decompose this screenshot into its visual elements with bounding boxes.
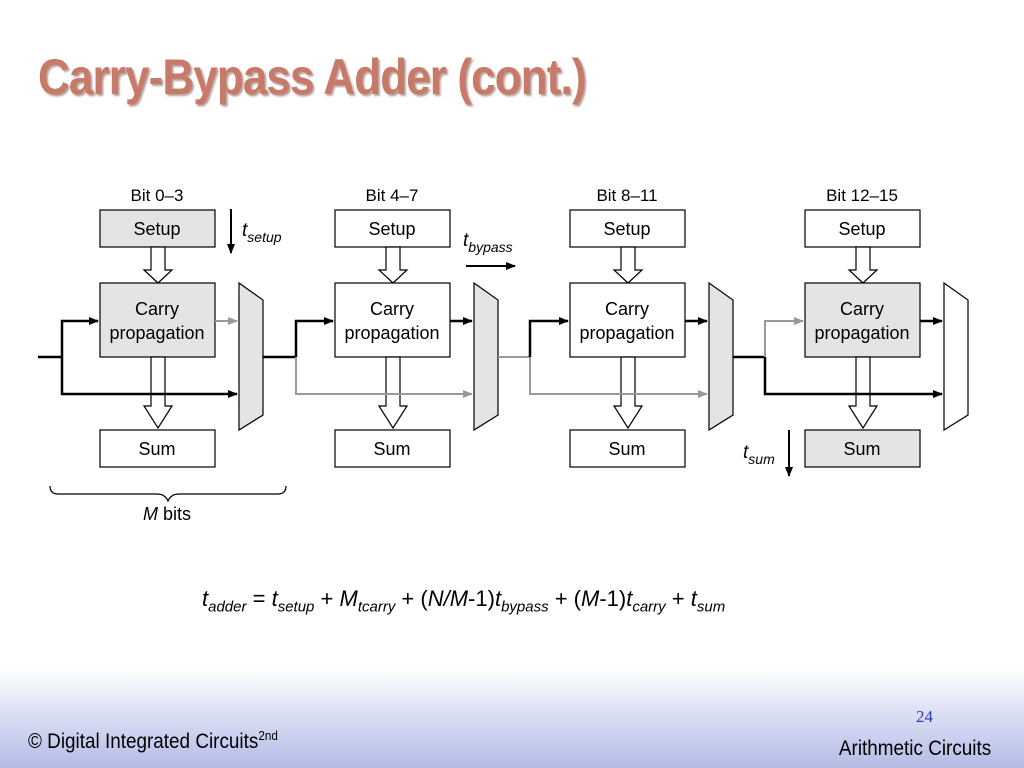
stage-0-mux	[238, 281, 264, 432]
footer-copyright: © Digital Integrated Circuits2nd	[28, 728, 278, 753]
stage-3-sum-label: Sum	[843, 439, 880, 459]
stage-0-sum-box	[99, 429, 216, 468]
stage-1-mux	[473, 281, 499, 432]
stage-0-sum-arrow	[142, 356, 174, 430]
stage-1-bit-label: Bit 4–7	[366, 186, 419, 205]
stage-2-carry-line2: propagation	[579, 323, 674, 343]
stage-1-sum-arrow	[377, 356, 409, 430]
delay-formula: tadder = tsetup + Mtcarry + (N/M-1)tbypa…	[202, 586, 726, 616]
stage-1-carry-line1: Carry	[370, 299, 414, 319]
stage-1-carry-line2: propagation	[344, 323, 439, 343]
stage-0-carry-box	[99, 282, 216, 358]
stage-2-carry-box	[569, 282, 686, 358]
stage-3-setup-box	[804, 209, 921, 248]
footer-band	[0, 668, 1024, 768]
page-number: 24	[916, 707, 933, 726]
stage-1-sum-box	[334, 429, 451, 468]
m-bits-label: M bits	[143, 504, 191, 524]
stage-3-bit-label: Bit 12–15	[826, 186, 898, 205]
carry-wires	[38, 317, 943, 398]
stage-3-carry-line1: Carry	[840, 299, 884, 319]
stage-3-carry-line2: propagation	[814, 323, 909, 343]
stage-0-sum-label: Sum	[138, 439, 175, 459]
stage-3-mux	[943, 281, 969, 432]
stage-3-sum-arrow	[847, 356, 879, 430]
stage-3-setup-arrow	[847, 246, 879, 284]
stage-2-sum-box	[569, 429, 686, 468]
t-bypass-label: tbypass	[463, 230, 513, 255]
slide-title: Carry-Bypass Adder (cont.)	[38, 49, 587, 105]
stage-1-setup-label: Setup	[368, 219, 415, 239]
t-sum-label: tsum	[743, 442, 775, 467]
t-setup-label: tsetup	[242, 220, 282, 245]
stage-0-bit-label: Bit 0–3	[131, 186, 184, 205]
stage-3-carry-box	[804, 282, 921, 358]
footer-section-title: Arithmetic Circuits	[838, 737, 991, 760]
stage-1-setup-box	[334, 209, 451, 248]
stage-1-sum-label: Sum	[373, 439, 410, 459]
stage-2-setup-arrow	[612, 246, 644, 284]
stage-2-mux	[708, 281, 734, 432]
stage-0-setup-box	[99, 209, 216, 248]
stage-1-carry-box	[334, 282, 451, 358]
stage-2-sum-arrow	[612, 356, 644, 430]
stage-2-carry-line1: Carry	[605, 299, 649, 319]
stage-2-setup-label: Setup	[603, 219, 650, 239]
stage-3-sum-box	[804, 429, 921, 468]
stage-0-setup-arrow	[142, 246, 174, 284]
m-bits-brace	[49, 485, 287, 503]
stage-1-setup-arrow	[377, 246, 409, 284]
stage-0-carry-line2: propagation	[109, 323, 204, 343]
stage-3-setup-label: Setup	[838, 219, 885, 239]
stage-2-bit-label: Bit 8–11	[596, 186, 657, 205]
stage-0-setup-label: Setup	[133, 219, 180, 239]
stage-2-sum-label: Sum	[608, 439, 645, 459]
stage-0-carry-line1: Carry	[135, 299, 179, 319]
